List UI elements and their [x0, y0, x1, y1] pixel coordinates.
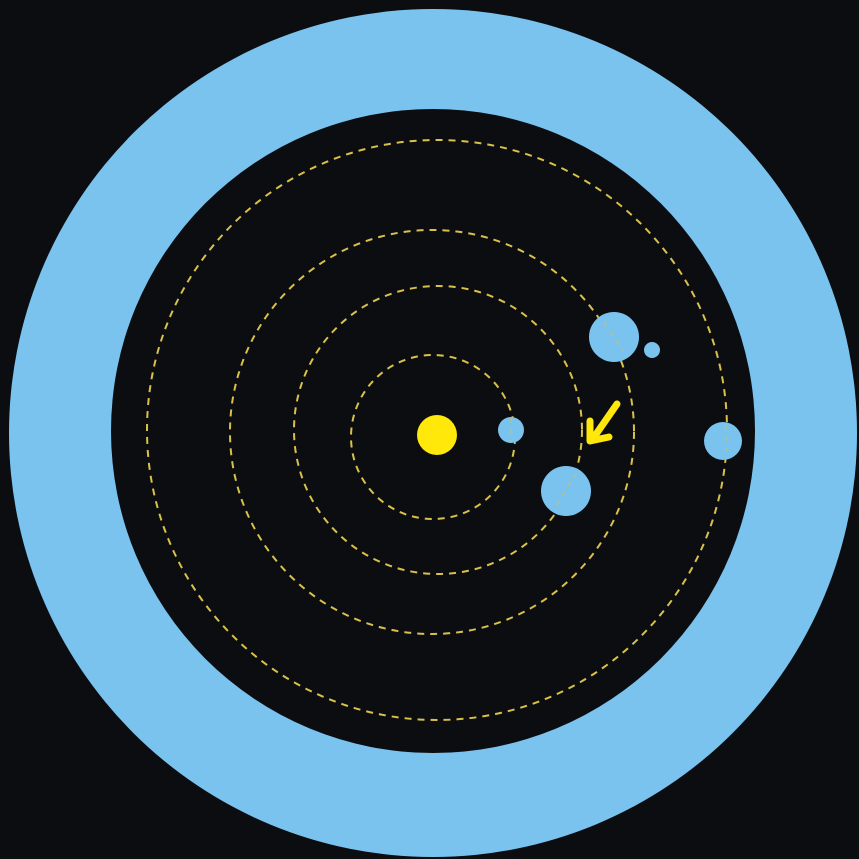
planet-outer: [704, 422, 742, 460]
planet-middle: [541, 466, 591, 516]
star: [417, 415, 457, 455]
moon-upper: [644, 342, 660, 358]
planet-upper: [589, 312, 639, 362]
